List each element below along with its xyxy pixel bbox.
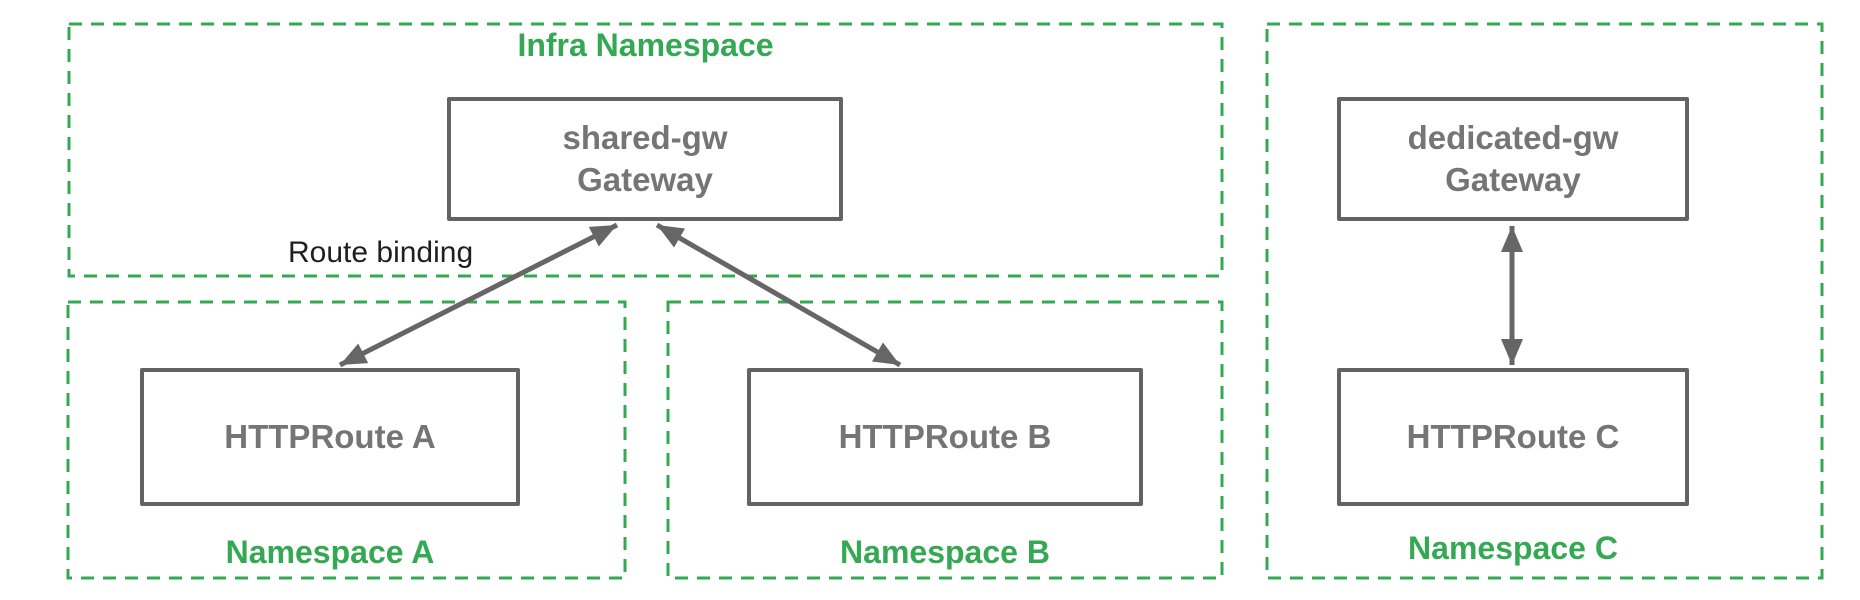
httproute-c-label: HTTPRoute C: [1406, 418, 1620, 455]
httproute-b-label: HTTPRoute B: [838, 418, 1052, 455]
dedicated-gateway-box: dedicated-gw Gateway: [1337, 97, 1689, 221]
dedicated-gateway-name: dedicated-gw: [1407, 119, 1619, 156]
route-binding-arrow-a: [338, 222, 619, 368]
namespace-b-label: Namespace B: [840, 534, 1050, 570]
httproute-b-box: HTTPRoute B: [747, 368, 1143, 506]
shared-gateway-name: shared-gw: [562, 119, 728, 156]
namespace-c-label: Namespace C: [1408, 530, 1618, 566]
namespace-b-border: [666, 300, 1224, 580]
namespace-a-border: [66, 300, 627, 580]
route-binding-arrow-b: [655, 222, 902, 368]
httproute-a-label: HTTPRoute A: [224, 418, 436, 455]
shared-gateway-kind: Gateway: [577, 161, 713, 198]
infra-namespace-border: [67, 22, 1224, 278]
namespace-a-label: Namespace A: [225, 534, 435, 570]
dedicated-gateway-kind: Gateway: [1445, 161, 1581, 198]
shared-gateway-box: shared-gw Gateway: [447, 97, 843, 221]
httproute-a-box: HTTPRoute A: [140, 368, 520, 506]
infra-namespace-label: Infra Namespace: [517, 27, 774, 63]
httproute-c-box: HTTPRoute C: [1337, 368, 1689, 506]
route-binding-label: Route binding: [288, 236, 474, 269]
namespace-c-border: [1265, 22, 1824, 580]
